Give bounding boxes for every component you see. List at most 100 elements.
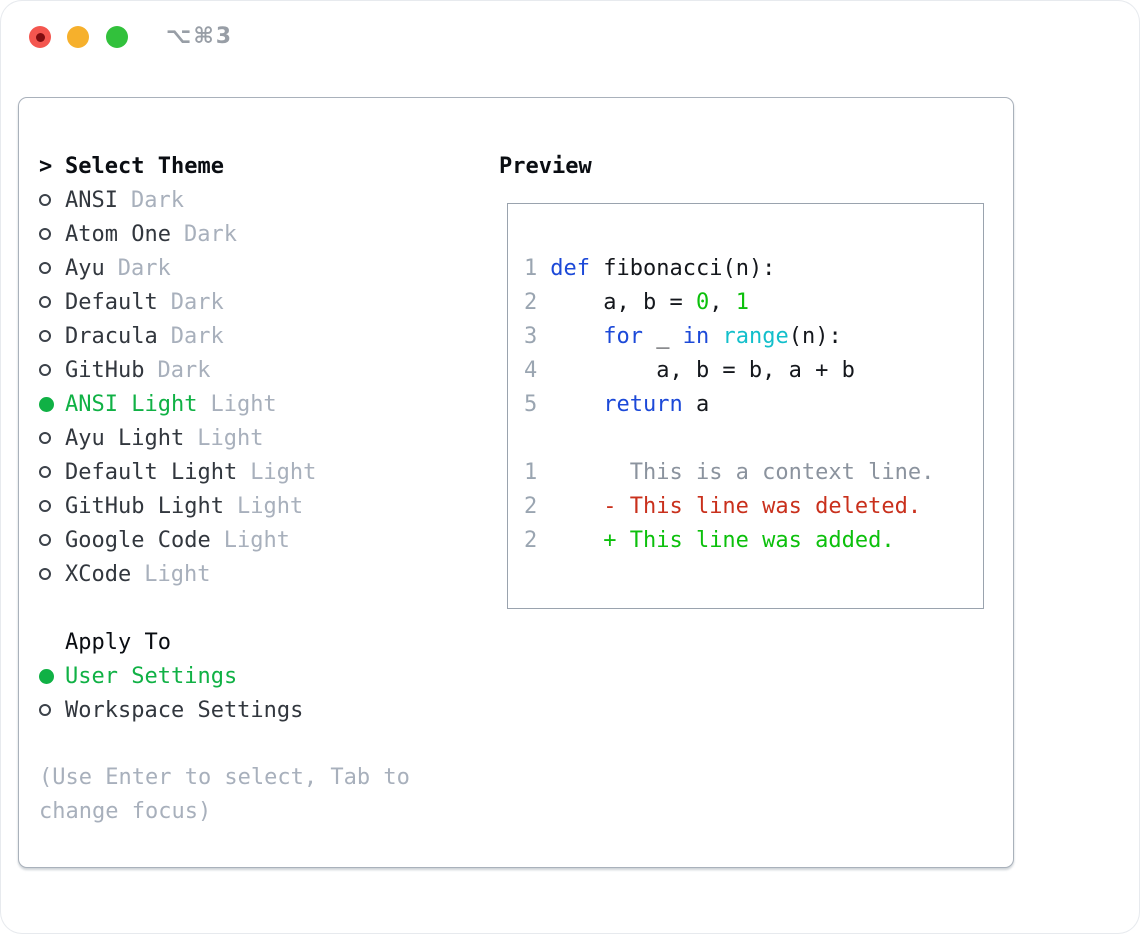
apply-option-user-settings[interactable]: User Settings — [39, 659, 499, 693]
code-token: + This line was added. — [550, 528, 895, 553]
preview-header: Preview — [499, 149, 1013, 183]
theme-variant-badge: Dark — [130, 187, 184, 213]
radio-icon — [39, 568, 65, 580]
apply-to-header: Apply To — [39, 625, 499, 659]
radio-icon — [39, 262, 65, 274]
theme-name: Ayu — [65, 255, 105, 281]
radio-icon — [39, 228, 65, 240]
focus-arrow-icon: > — [39, 153, 53, 179]
theme-name: GitHub Light — [65, 493, 224, 519]
theme-variant-badge: Light — [144, 561, 211, 587]
theme-variant-badge: Dark — [157, 357, 211, 383]
code-token — [550, 392, 603, 417]
code-token: 1 — [735, 290, 749, 315]
theme-variant-badge: Light — [236, 493, 304, 519]
radio-selected-icon — [39, 396, 65, 412]
diff-line: 2 + This line was added. — [524, 524, 983, 558]
minimize-button[interactable] — [67, 26, 89, 48]
theme-option-default-light[interactable]: Default Light Light — [39, 455, 499, 489]
radio-selected-icon — [39, 668, 65, 684]
close-button[interactable] — [29, 26, 51, 48]
diff-line: 2 - This line was deleted. — [524, 490, 983, 524]
theme-variant-badge: Light — [197, 425, 264, 451]
code-token: This is a context line. — [550, 460, 935, 485]
theme-name: ANSI — [65, 187, 118, 213]
code-token: a — [682, 392, 710, 417]
code-line: 3 for _ in range(n): — [524, 320, 983, 354]
code-token: return — [603, 392, 683, 417]
radio-icon — [39, 534, 65, 546]
theme-option-default[interactable]: Default Dark — [39, 285, 499, 319]
line-number: 4 — [524, 358, 538, 383]
theme-name: Default Light — [65, 459, 238, 485]
code-token: def — [550, 256, 590, 281]
line-number: 1 — [524, 460, 538, 485]
line-number: 2 — [524, 494, 538, 519]
theme-name: Atom One — [65, 221, 171, 247]
title-bar: ⌥⌘3 — [0, 0, 1140, 74]
theme-name: Google Code — [65, 527, 211, 553]
radio-icon — [39, 194, 65, 206]
keyboard-hint: (Use Enter to select, Tab to change focu… — [39, 765, 410, 824]
zoom-button[interactable] — [106, 26, 128, 48]
theme-name: XCode — [65, 561, 132, 587]
apply-option-workspace-settings[interactable]: Workspace Settings — [39, 693, 499, 727]
apply-to-title: Apply To — [65, 629, 171, 655]
blank-line — [524, 422, 983, 456]
code-token: _ — [642, 324, 683, 349]
code-token: a, b = b, a + b — [550, 358, 855, 383]
code-line: 5 return a — [524, 388, 983, 422]
radio-icon — [39, 364, 65, 376]
code-token: , — [709, 290, 736, 315]
line-number: 5 — [524, 392, 538, 417]
theme-variant-badge: Dark — [183, 221, 237, 247]
radio-icon — [39, 432, 65, 444]
radio-icon — [39, 466, 65, 478]
radio-icon — [39, 330, 65, 342]
line-number: 2 — [524, 290, 538, 315]
code-token — [709, 324, 722, 349]
theme-option-ansi[interactable]: ANSI Dark — [39, 183, 499, 217]
theme-name: Dracula — [65, 323, 158, 349]
theme-variant-badge: Dark — [170, 289, 224, 315]
theme-variant-badge: Light — [210, 391, 277, 417]
apply-option-label: User Settings — [65, 663, 238, 689]
theme-name: Default — [65, 289, 158, 315]
close-modified-dot-icon — [35, 32, 45, 42]
code-token: - This line was deleted. — [550, 494, 922, 519]
radio-icon — [39, 500, 65, 512]
line-number: 2 — [524, 528, 538, 553]
code-token: (n): — [788, 324, 842, 349]
theme-variant-badge: Light — [223, 527, 290, 553]
code-token — [550, 324, 603, 349]
theme-option-github-light[interactable]: GitHub Light Light — [39, 489, 499, 523]
preview-title: Preview — [499, 153, 592, 179]
diff-line: 1 This is a context line. — [524, 456, 983, 490]
code-token: 0 — [695, 290, 710, 315]
code-token: range — [722, 324, 789, 349]
line-number: 3 — [524, 324, 538, 349]
apply-option-label: Workspace Settings — [65, 697, 304, 723]
radio-icon — [39, 704, 65, 716]
theme-option-xcode[interactable]: XCode Light — [39, 557, 499, 591]
code-line: 4 a, b = b, a + b — [524, 354, 983, 388]
code-token: a, b = — [550, 290, 696, 315]
theme-variant-badge: Light — [250, 459, 317, 485]
theme-option-google-code[interactable]: Google Code Light — [39, 523, 499, 557]
theme-variant-badge: Dark — [117, 255, 171, 281]
theme-option-atom-one[interactable]: Atom One Dark — [39, 217, 499, 251]
theme-option-ayu[interactable]: Ayu Dark — [39, 251, 499, 285]
window-shortcut-label: ⌥⌘3 — [166, 24, 234, 49]
line-number: 1 — [524, 256, 538, 281]
radio-icon — [39, 296, 65, 308]
